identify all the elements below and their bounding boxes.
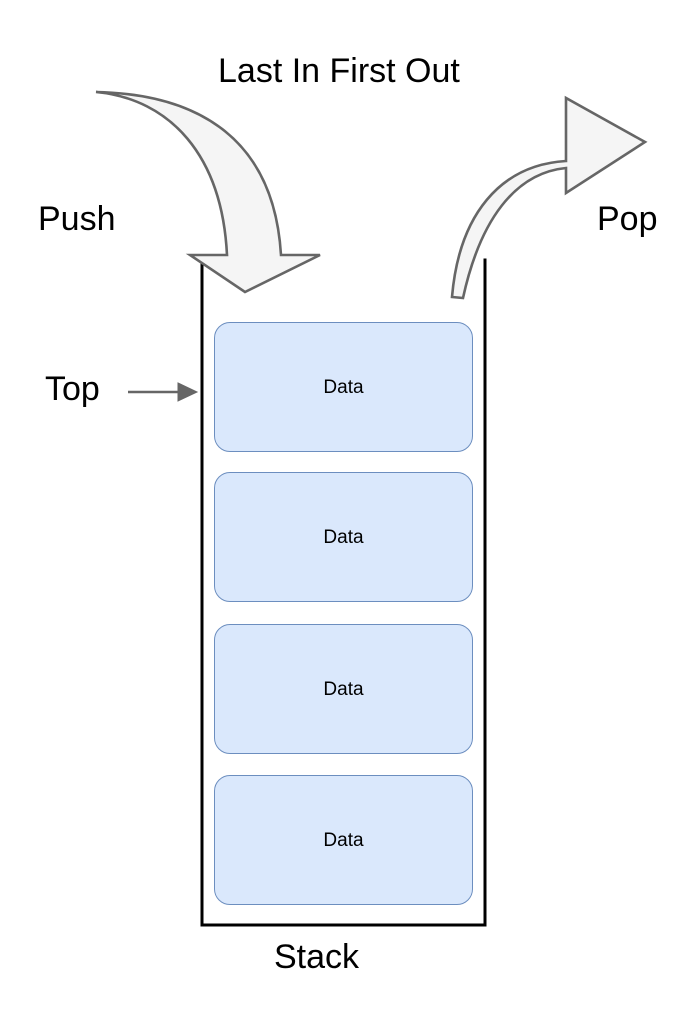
stack-cell: Data [214, 775, 473, 905]
top-label: Top [45, 370, 100, 408]
stack-cell: Data [214, 322, 473, 452]
stack-cell-label: Data [323, 526, 364, 548]
stack-cell-label: Data [323, 376, 364, 398]
diagram-title: Last In First Out [218, 52, 460, 90]
push-arrow-icon [95, 90, 321, 294]
stack-caption: Stack [274, 938, 360, 976]
pop-label: Pop [597, 200, 658, 238]
pop-arrow-icon [450, 95, 648, 300]
stack-container-outline [200, 258, 487, 927]
top-pointer-arrowhead-icon [177, 382, 199, 402]
stack-cell: Data [214, 624, 473, 754]
stack-cell-label: Data [323, 829, 364, 851]
stack-cell-label: Data [323, 678, 364, 700]
stack-cell: Data [214, 472, 473, 602]
push-label: Push [38, 200, 116, 238]
